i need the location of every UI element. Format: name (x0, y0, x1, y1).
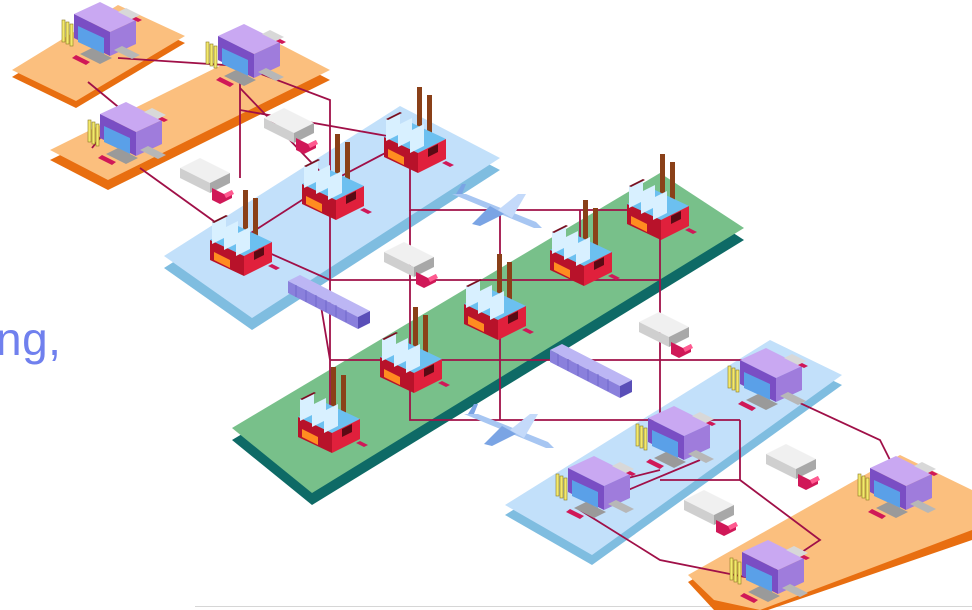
truck-icon (766, 444, 820, 490)
slide-text-fragment: ng, (0, 313, 62, 365)
divider-line (195, 606, 972, 607)
truck-icon (639, 312, 693, 358)
train-icon (549, 343, 633, 399)
train-icon (287, 274, 371, 330)
truck-icon (180, 158, 234, 204)
truck-icon (384, 242, 438, 288)
truck-icon (264, 108, 318, 154)
truck-icon (684, 490, 738, 536)
airplane-icon (464, 404, 554, 448)
